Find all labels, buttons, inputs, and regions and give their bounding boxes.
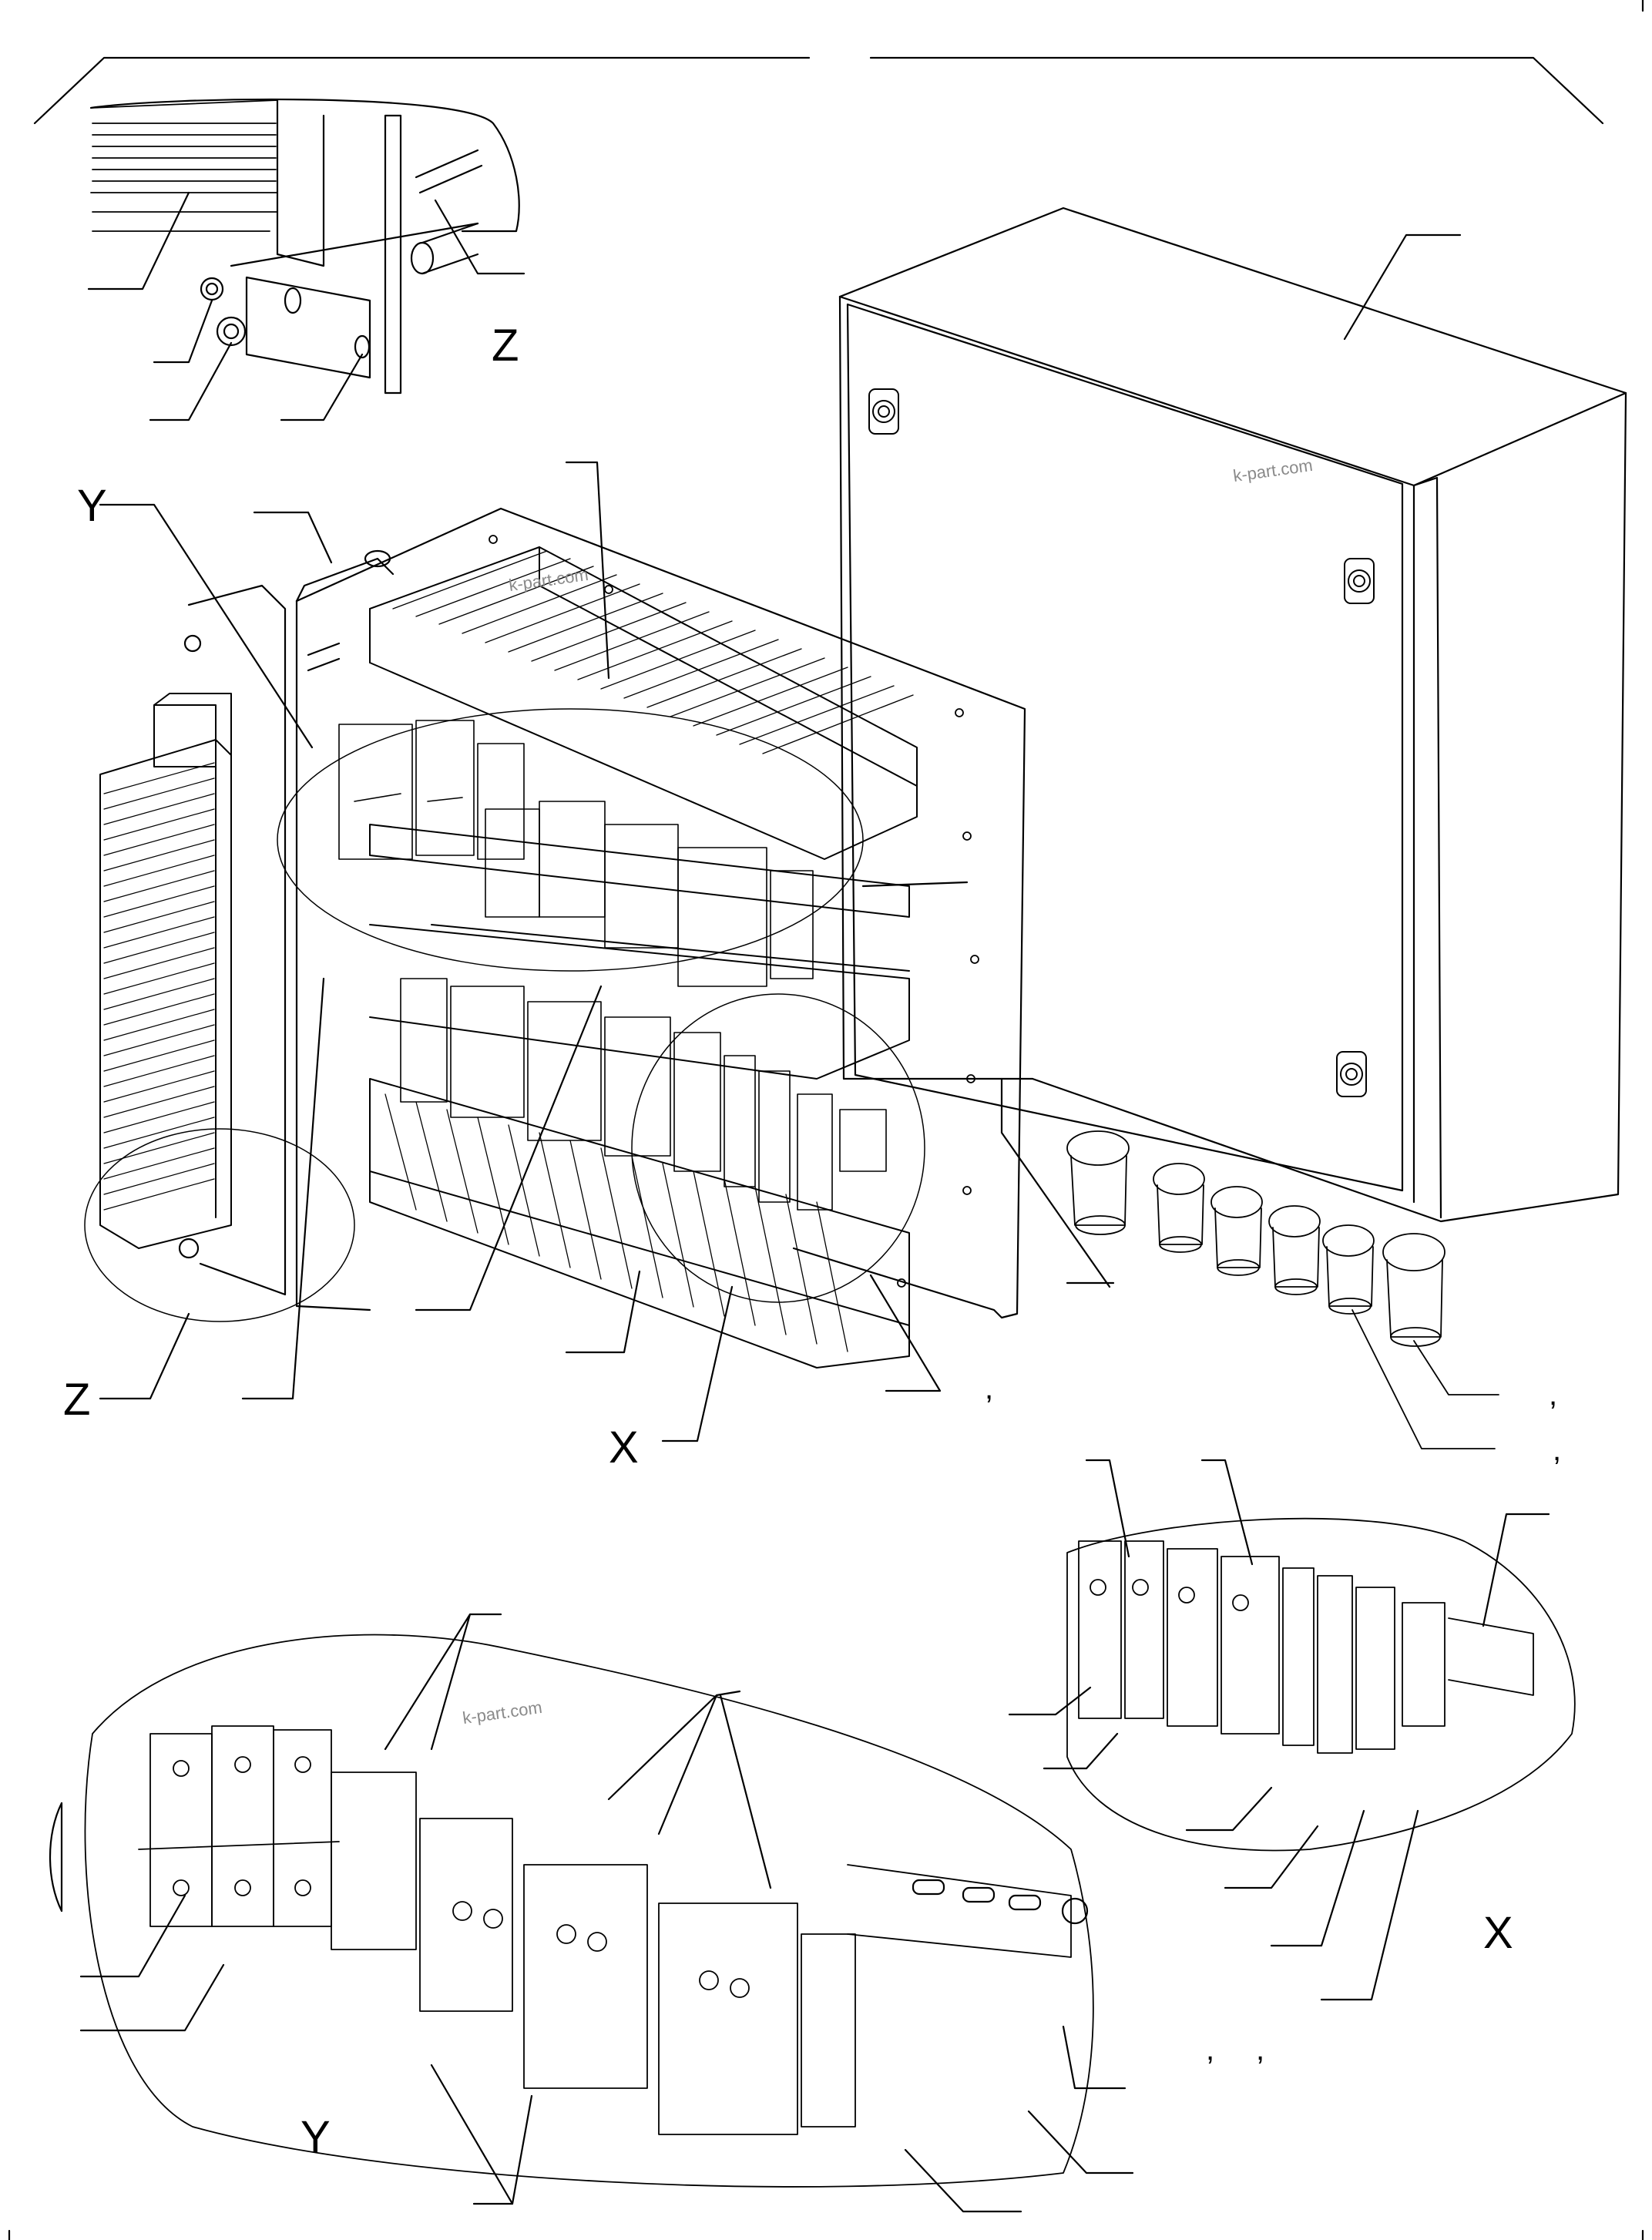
- lower-duct-slats: [384, 1093, 848, 1352]
- heater-fins-detail: [90, 99, 278, 232]
- gland-4: [1268, 1205, 1321, 1295]
- comma-5: ,: [1256, 2033, 1265, 2067]
- upper-cable-duct: [369, 546, 918, 860]
- detail-x-title: X: [1483, 1908, 1513, 1958]
- detail-z-outline: [84, 1128, 355, 1322]
- comma-1: ,: [985, 1372, 994, 1405]
- callout-z-main: Z: [63, 1375, 91, 1425]
- gland-5: [1322, 1224, 1375, 1315]
- y-breakers: [138, 1725, 340, 1927]
- heater-fins: [103, 762, 215, 1211]
- gland-1: [1066, 1130, 1130, 1235]
- door-lock-bottom: [1336, 1051, 1367, 1097]
- detail-y-title: Y: [301, 2112, 331, 2162]
- plate-holes: [489, 535, 979, 1288]
- y-din-rail: [847, 1864, 1072, 1958]
- lower-cable-duct: [369, 1078, 910, 1369]
- callout-y-main: Y: [77, 481, 107, 531]
- din-rail-upper: [369, 824, 910, 918]
- comma-2: ,: [1549, 1378, 1558, 1412]
- gland-3: [1210, 1186, 1263, 1276]
- cable-glands: [1066, 1130, 1499, 1449]
- y-contactors: [331, 1772, 856, 2135]
- upper-rail-components: [338, 720, 814, 987]
- door-lock-middle: [1344, 558, 1375, 604]
- header-frame-lines: [33, 56, 1604, 125]
- mounting-plate-assembly: [84, 461, 1499, 1449]
- callout-x-main: X: [609, 1422, 639, 1473]
- x-din-rail: [1448, 1617, 1534, 1696]
- heater-unit: [99, 693, 232, 1249]
- gland-2: [1153, 1163, 1205, 1253]
- enclosure-cabinet: [838, 207, 1627, 1223]
- upper-duct-slats: [392, 550, 914, 754]
- detail-z-title: Z: [492, 321, 519, 371]
- detail-y-outline: [277, 708, 864, 972]
- x-terminal-blocks: [1078, 1540, 1446, 1754]
- terminal-blocks: [400, 978, 887, 1211]
- detail-x: [1008, 1459, 1576, 2001]
- detail-y: [49, 1613, 1134, 2213]
- detail-x-outline: [631, 993, 925, 1303]
- comma-4: ,: [1206, 2033, 1215, 2067]
- comma-3: ,: [1553, 1433, 1562, 1467]
- door-lock-top: [868, 388, 899, 435]
- detail-z: [87, 98, 525, 421]
- frame-ticks: [8, 0, 1644, 2240]
- gland-6: [1382, 1233, 1446, 1347]
